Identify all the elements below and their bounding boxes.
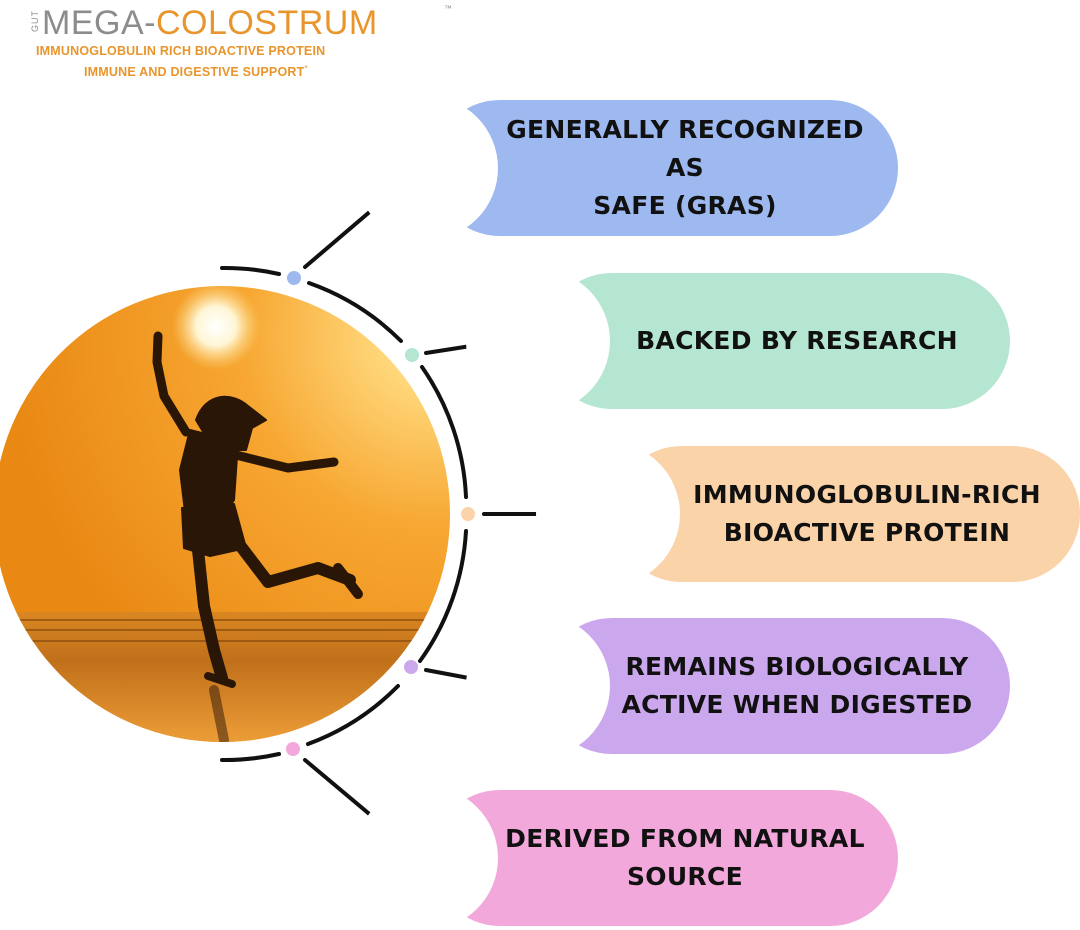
sun	[172, 286, 260, 370]
dot-01	[287, 271, 301, 285]
item-label-line: DERIVED FROM NATURAL	[505, 824, 865, 853]
item-card-04: REMAINS BIOLOGICALLY ACTIVE WHEN DIGESTE…	[466, 614, 1010, 758]
item-label-03: IMMUNOGLOBULIN-RICH BIOACTIVE PROTEIN	[623, 476, 1071, 552]
raised-leg	[230, 534, 356, 588]
brand-tagline-mark: *	[304, 64, 308, 73]
card-notch	[466, 614, 610, 758]
item-label-line: SAFE (GRAS)	[593, 191, 777, 220]
item-label-line: SOURCE	[626, 862, 744, 891]
standing-leg	[192, 544, 228, 684]
dot-04	[404, 660, 418, 674]
brand-name: MEGA-COLOSTRUM	[42, 4, 378, 42]
brand-tagline-line1: IMMUNOGLOBULIN RICH BIOACTIVE PROTEIN	[36, 44, 326, 58]
outer-arc	[220, 265, 468, 763]
dot-05	[286, 742, 300, 756]
standing-foot	[204, 672, 236, 688]
brand-tagline-line2: IMMUNE AND DIGESTIVE SUPPORT*	[84, 64, 308, 79]
brand-logo: GUT MEGA-COLOSTRUM ™ IMMUNOGLOBULIN RICH…	[20, 4, 460, 84]
raised-foot	[333, 563, 363, 599]
brand-name-part1: MEGA-	[42, 4, 156, 42]
skirt	[181, 503, 247, 557]
arc-segment	[220, 265, 281, 276]
hero-image	[0, 286, 450, 742]
item-card-01: GENERALLY RECOGNIZED AS SAFE (GRAS)	[354, 96, 898, 240]
item-label-line: GENERALLY RECOGNIZED AS	[506, 115, 864, 182]
raised-arm	[152, 331, 191, 437]
item-card-02: BACKED BY RESEARCH	[466, 269, 1010, 413]
woman-silhouette	[152, 331, 363, 742]
arc-segment	[306, 684, 400, 746]
dot-02	[405, 348, 419, 362]
head	[203, 401, 237, 435]
dot-03	[461, 507, 475, 521]
arc-segment	[307, 281, 403, 343]
trademark-symbol: ™	[444, 4, 452, 13]
item-label-05: DERIVED FROM NATURAL SOURCE	[435, 820, 895, 896]
card-notch	[354, 786, 498, 930]
item-label-line: IMMUNOGLOBULIN-RICH	[693, 480, 1041, 509]
arc-segment	[420, 365, 468, 499]
sea-ripples	[0, 619, 450, 642]
item-label-02: BACKED BY RESEARCH	[566, 322, 988, 360]
arc-dots	[286, 271, 475, 756]
arc-segment	[220, 752, 281, 763]
item-label-04: REMAINS BIOLOGICALLY ACTIVE WHEN DIGESTE…	[552, 648, 1003, 724]
item-card-05: DERIVED FROM NATURAL SOURCE	[354, 786, 898, 930]
card-notch	[536, 442, 680, 586]
item-card-03: IMMUNOGLOBULIN-RICH BIOACTIVE PROTEIN	[536, 442, 1080, 586]
item-label-line: ACTIVE WHEN DIGESTED	[621, 690, 973, 719]
reflection	[209, 685, 229, 742]
item-label-line: BACKED BY RESEARCH	[636, 326, 958, 355]
arc-segment	[418, 529, 468, 663]
brand-tagline-text: IMMUNE AND DIGESTIVE SUPPORT	[84, 65, 305, 80]
item-label-01: GENERALLY RECOGNIZED AS SAFE (GRAS)	[432, 111, 898, 225]
card-notch	[354, 96, 498, 240]
item-label-line: REMAINS BIOLOGICALLY	[625, 652, 969, 681]
item-label-line: BIOACTIVE PROTEIN	[723, 518, 1011, 547]
outstretched-arm	[227, 449, 339, 473]
brand-name-part2: COLOSTRUM	[155, 4, 378, 42]
card-notch	[466, 269, 610, 413]
